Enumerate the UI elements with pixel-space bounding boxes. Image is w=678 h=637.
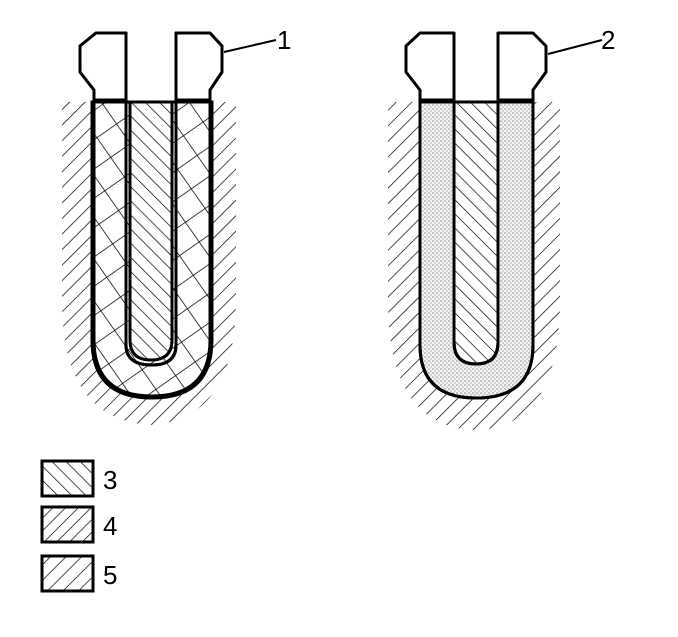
legend-label-4: 4 bbox=[103, 511, 117, 541]
legend-swatch-4 bbox=[40, 505, 95, 544]
core-left bbox=[128, 100, 174, 362]
legend-swatch-5 bbox=[40, 554, 95, 593]
assembly-1 bbox=[62, 31, 236, 425]
inner-pin-left bbox=[124, 33, 178, 367]
assembly-2 bbox=[388, 31, 560, 430]
legend-item-4: 4 bbox=[40, 505, 117, 544]
legend: 3 4 5 bbox=[40, 459, 117, 593]
core-right bbox=[452, 100, 500, 366]
callout-2: 2 bbox=[547, 25, 615, 55]
callout-1-label: 1 bbox=[277, 25, 291, 55]
legend-item-3: 3 bbox=[40, 459, 117, 498]
callout-1: 1 bbox=[223, 25, 291, 55]
terminal-outer-right bbox=[418, 90, 535, 400]
legend-item-5: 5 bbox=[40, 554, 117, 593]
legend-label-3: 3 bbox=[103, 465, 117, 495]
callout-2-label: 2 bbox=[601, 25, 615, 55]
legend-swatch-3 bbox=[40, 459, 95, 498]
legend-label-5: 5 bbox=[103, 560, 117, 590]
